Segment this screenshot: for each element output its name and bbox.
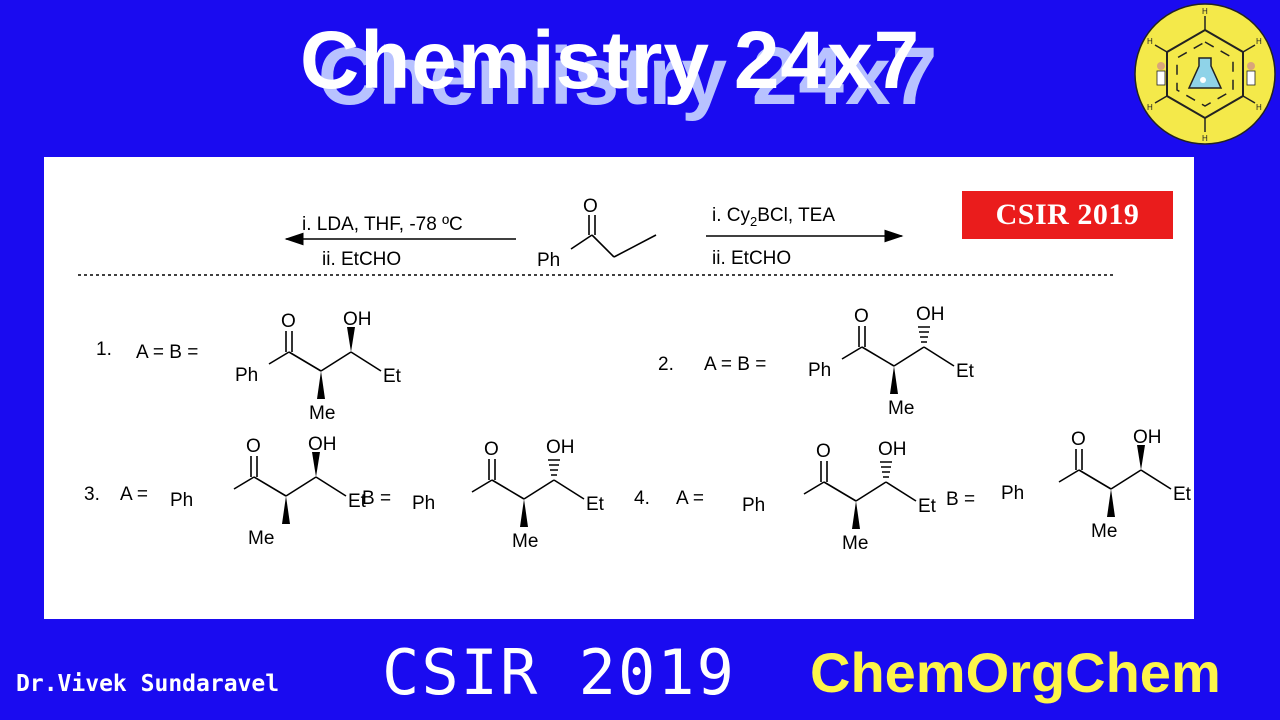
propiophenone-structure: O Ph — [537, 196, 657, 271]
svg-text:Et: Et — [918, 496, 937, 517]
svg-text:Me: Me — [888, 398, 914, 419]
svg-text:Me: Me — [512, 531, 538, 552]
svg-text:Me: Me — [1091, 521, 1117, 542]
svg-text:Et: Et — [586, 494, 605, 515]
header: Chemistry 24x7 Chemistry 24x7 — [0, 6, 1280, 122]
option-2-label: A = B = — [704, 354, 766, 375]
title-shadow: Chemistry 24x7 — [318, 31, 939, 122]
svg-text:H: H — [1256, 37, 1262, 46]
question-panel: i. LDA, THF, -78 ºC ii. EtCHO i. Cy2BCl,… — [44, 157, 1194, 619]
left-condition-1: i. LDA, THF, -78 ºC — [302, 214, 463, 235]
svg-text:O: O — [854, 306, 869, 327]
svg-text:Me: Me — [309, 403, 335, 424]
exam-title: CSIR 2019 — [382, 636, 736, 709]
svg-text:OH: OH — [308, 434, 337, 455]
right-condition-1: i. Cy2BCl, TEA — [712, 205, 835, 229]
svg-text:Ph: Ph — [170, 490, 193, 511]
svg-text:H: H — [1202, 7, 1208, 16]
svg-text:Et: Et — [348, 491, 367, 512]
right-condition-2: ii. EtCHO — [712, 248, 791, 269]
svg-text:O: O — [1071, 429, 1086, 450]
option-4a-structure: O OH Ph Et Me — [742, 439, 937, 554]
svg-text:Ph: Ph — [235, 365, 258, 386]
svg-text:Me: Me — [842, 533, 868, 554]
svg-text:OH: OH — [546, 437, 575, 458]
option-4-label-b: B = — [946, 489, 975, 510]
svg-text:H: H — [1256, 103, 1262, 112]
svg-text:Ph: Ph — [742, 495, 765, 516]
svg-text:O: O — [484, 439, 499, 460]
svg-text:OH: OH — [916, 304, 945, 325]
brand-name: ChemOrgChem — [810, 641, 1221, 704]
option-2-structure: O OH Ph Et Me — [808, 304, 975, 419]
channel-logo: H H H H H H — [1134, 3, 1276, 145]
svg-text:H: H — [1147, 37, 1153, 46]
option-4b-structure: O OH Ph Et Me — [1001, 427, 1192, 542]
reaction-scheme: i. LDA, THF, -78 ºC ii. EtCHO i. Cy2BCl,… — [78, 196, 1192, 554]
page-title: Chemistry 24x7 — [300, 15, 921, 106]
option-3-number: 3. — [84, 484, 100, 505]
svg-text:OH: OH — [878, 439, 907, 460]
option-3-label-a: A = — [120, 484, 148, 505]
author-name: Dr.Vivek Sundaravel — [16, 671, 280, 697]
option-4-label-a: A = — [676, 488, 704, 509]
svg-text:Me: Me — [248, 528, 274, 549]
left-condition-2: ii. EtCHO — [322, 249, 401, 270]
option-3-label-b: B = — [362, 488, 391, 509]
svg-text:Ph: Ph — [1001, 483, 1024, 504]
svg-text:Et: Et — [383, 366, 402, 387]
svg-text:Et: Et — [956, 361, 975, 382]
option-3a-structure: O OH Ph Et Me — [170, 434, 367, 549]
svg-text:H: H — [1202, 134, 1208, 143]
svg-text:Et: Et — [1173, 484, 1192, 505]
exam-badge: CSIR 2019 — [962, 191, 1173, 239]
svg-text:OH: OH — [343, 309, 372, 330]
option-2-number: 2. — [658, 354, 674, 375]
svg-text:O: O — [583, 196, 598, 217]
svg-text:Ph: Ph — [808, 360, 831, 381]
svg-text:H: H — [1147, 103, 1153, 112]
svg-text:O: O — [246, 436, 261, 457]
option-3b-structure: O OH Ph Et Me — [412, 437, 605, 552]
svg-text:Ph: Ph — [412, 493, 435, 514]
option-4-number: 4. — [634, 488, 650, 509]
svg-text:Ph: Ph — [537, 250, 560, 271]
svg-text:O: O — [816, 441, 831, 462]
svg-text:OH: OH — [1133, 427, 1162, 448]
svg-text:O: O — [281, 311, 296, 332]
option-1-structure: O OH Ph Et Me — [235, 309, 402, 424]
option-1-number: 1. — [96, 339, 112, 360]
option-1-label: A = B = — [136, 342, 198, 363]
